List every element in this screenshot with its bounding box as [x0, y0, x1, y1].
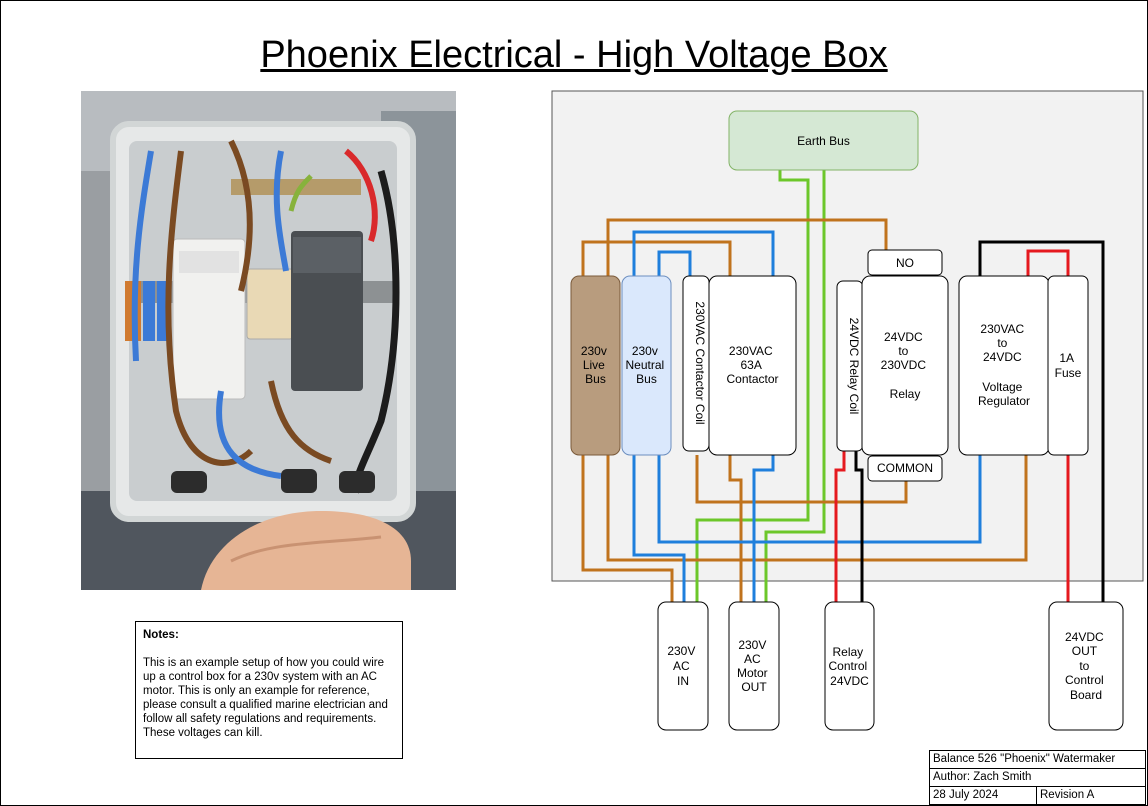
- relay-control-line-1: Relay: [832, 645, 863, 659]
- regulator-line-2: to: [997, 336, 1007, 350]
- relay-control-label: Relay Control 24VDC: [828, 645, 870, 688]
- title-block-project: Balance 526 "Phoenix" Watermaker: [929, 750, 1146, 769]
- regulator-label: 230VAC to 24VDC Voltage Regulator: [978, 322, 1030, 408]
- neutral-wire-contactor: [632, 230, 775, 276]
- live-bus-label: 230v Live Bus: [581, 344, 610, 386]
- neutral-wire-motor-out: [752, 455, 775, 602]
- motor-out-line-4: OUT: [741, 680, 767, 694]
- contactor-line-2: 63A: [740, 358, 761, 372]
- live-wire-relay-common: [695, 455, 908, 504]
- neutral-wire-ac-in: [632, 455, 686, 602]
- common-terminal-box: [867, 455, 943, 482]
- dc-out-box: [1048, 601, 1124, 731]
- ac-in-line-3: IN: [677, 674, 689, 688]
- motor-out-label: 230V AC Motor OUT: [737, 638, 771, 694]
- title-block-date: 28 July 2024: [929, 786, 1037, 805]
- regulator-line-6: Regulator: [978, 394, 1030, 408]
- live-bus-line-2: Live: [583, 358, 605, 372]
- title-block: Balance 526 "Phoenix" Watermaker Author:…: [929, 750, 1146, 805]
- title-block-revision: Revision A: [1036, 786, 1146, 805]
- title-block-author: Author: Zach Smith: [929, 768, 1146, 787]
- dc-out-line-1: 24VDC: [1065, 630, 1104, 644]
- relay-line-5: Relay: [890, 387, 921, 401]
- regulator-line-1: 230VAC: [980, 322, 1024, 336]
- contactor-line-1: 230VAC: [729, 344, 773, 358]
- neutral-wire-coil: [657, 250, 692, 276]
- live-wire-contactor: [581, 240, 732, 276]
- ac-in-box: [657, 601, 709, 731]
- ac-in-line-1: 230V: [667, 644, 695, 658]
- contactor-box: [708, 275, 797, 456]
- contactor-line-3: Contactor: [726, 372, 778, 386]
- relay-label: 24VDC to 230VDC Relay: [881, 330, 930, 401]
- relay-coil-label: 24VDC Relay Coil: [847, 318, 861, 415]
- fuse-box: [1047, 275, 1089, 456]
- dc-out-line-2: OUT: [1072, 644, 1098, 658]
- relay-line-3: 230VDC: [881, 358, 927, 372]
- live-wire-relay-no: [606, 218, 888, 276]
- earth-wire-1: [695, 169, 810, 602]
- relay-control-line-2: Control: [828, 659, 867, 673]
- neutral-wire-regulator: [657, 455, 982, 544]
- neutral-bus-line-2: Neutral: [625, 358, 664, 372]
- ac-in-label: 230V AC IN: [667, 644, 698, 688]
- no-terminal-box: [867, 249, 943, 276]
- relay-box: [861, 275, 949, 456]
- contactor-label: 230VAC 63A Contactor: [726, 344, 778, 386]
- motor-out-line-1: 230V: [738, 638, 766, 652]
- relay-control-box: [824, 601, 875, 731]
- fuse-line-2: Fuse: [1055, 366, 1082, 380]
- notes-body: This is an example setup of how you coul…: [143, 657, 388, 739]
- neutral-bus-label: 230v Neutral Bus: [625, 344, 667, 386]
- neutral-bus-line-1: 230v: [632, 344, 658, 358]
- earth-bus-label: Earth Bus: [797, 134, 850, 148]
- motor-out-box: [728, 601, 780, 731]
- fuse-label: 1A Fuse: [1055, 351, 1082, 380]
- common-terminal-label: COMMON: [877, 461, 933, 475]
- relay-line-2: to: [898, 344, 908, 358]
- fuse-line-1: 1A: [1059, 351, 1074, 365]
- live-bus-line-1: 230v: [581, 344, 607, 358]
- earth-wire-2: [764, 169, 826, 602]
- dc-out-line-4: Control: [1065, 673, 1104, 687]
- relay-control-line-3: 24VDC: [830, 674, 869, 688]
- dc-out-line-5: Board: [1070, 688, 1102, 702]
- regulator-line-5: Voltage: [982, 380, 1022, 394]
- page-title: Phoenix Electrical - High Voltage Box: [260, 34, 888, 76]
- regulator-box: [958, 275, 1050, 456]
- relay-line-1: 24VDC: [884, 330, 923, 344]
- live-bus-box: [570, 275, 621, 456]
- motor-out-line-2: AC: [744, 652, 761, 666]
- notes-box: Notes: This is an example setup of how y…: [135, 621, 403, 759]
- dc-red-wire-relay: [834, 451, 846, 602]
- regulator-line-3: 24VDC: [983, 350, 1022, 364]
- neutral-bus-line-3: Bus: [636, 372, 657, 386]
- no-terminal-label: NO: [896, 256, 914, 270]
- dc-black-wire-relay: [854, 451, 864, 602]
- dc-out-line-3: to: [1079, 659, 1089, 673]
- live-wire-regulator: [606, 455, 1028, 562]
- neutral-bus-box: [621, 275, 672, 456]
- contactor-coil-label: 230VAC Contactor Coil: [693, 301, 707, 424]
- dc-out-label: 24VDC OUT to Control Board: [1065, 630, 1107, 702]
- ac-in-line-2: AC: [673, 659, 690, 673]
- notes-heading: Notes:: [143, 629, 179, 641]
- control-box-photo: [81, 91, 456, 590]
- dc-red-wire-fuse-link: [1026, 249, 1070, 276]
- live-bus-line-3: Bus: [585, 372, 606, 386]
- dc-black-wire-out: [978, 240, 1105, 602]
- earth-bus-box: [728, 110, 919, 171]
- motor-out-line-3: Motor: [737, 666, 768, 680]
